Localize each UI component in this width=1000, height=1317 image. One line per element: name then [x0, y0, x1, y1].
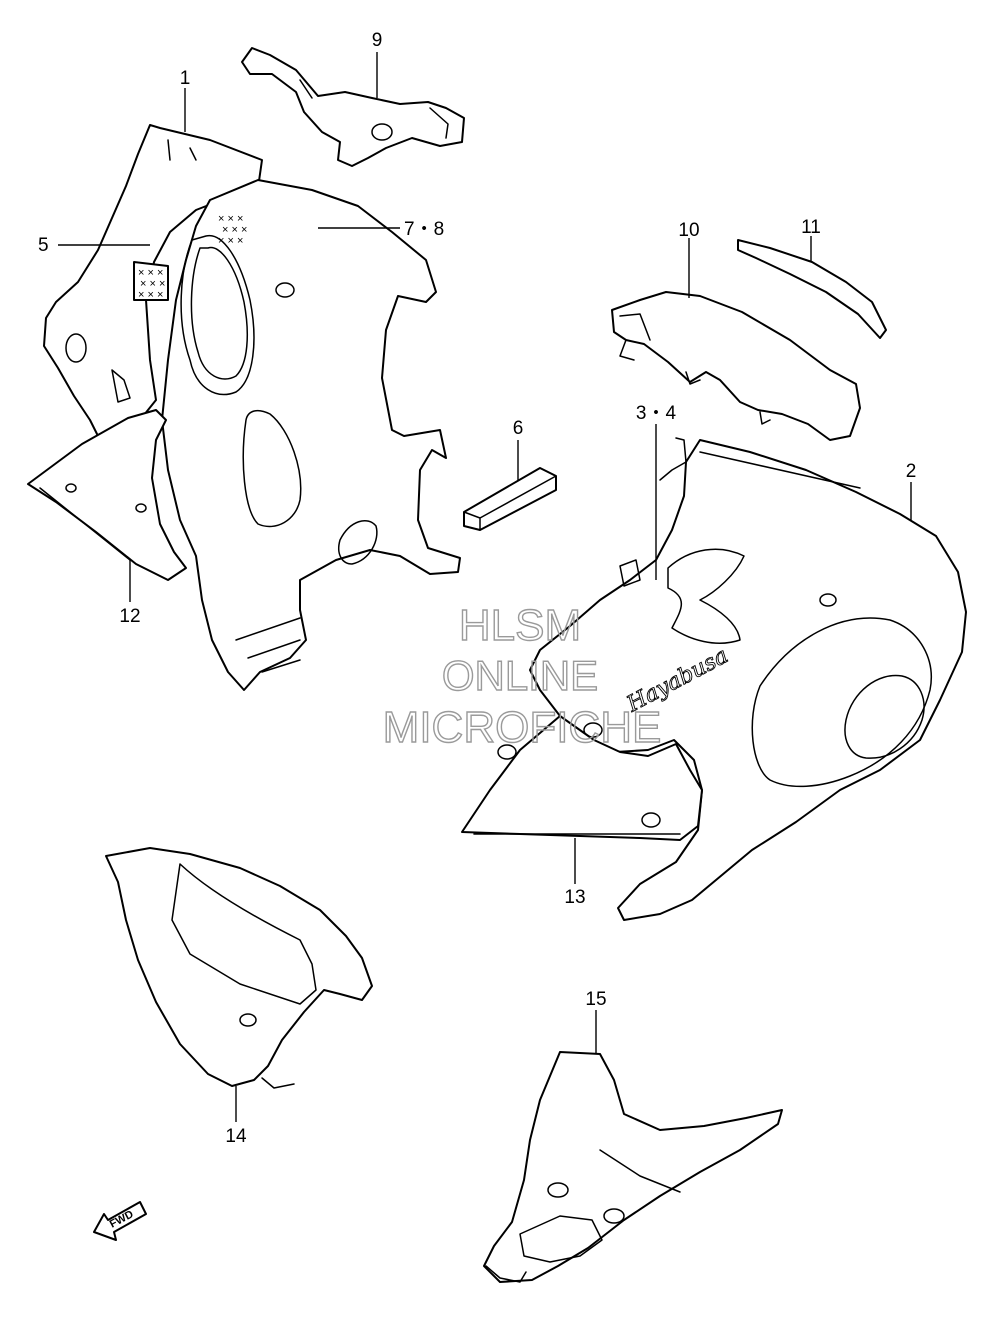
- callout-9: 9: [372, 30, 383, 51]
- svg-text:× × ×: × × ×: [138, 289, 163, 301]
- part-10: [611, 291, 861, 441]
- callout-13: 13: [564, 887, 585, 908]
- part-9: [241, 47, 465, 167]
- svg-text:× × ×: × × ×: [138, 267, 163, 279]
- watermark-line-1: HLSM: [459, 601, 581, 650]
- callout-15: 15: [585, 989, 606, 1010]
- leader-lines: [58, 52, 912, 1122]
- fwd-arrow-icon: FWD: [93, 1201, 147, 1241]
- part-6: [463, 467, 557, 531]
- callout-14: 14: [225, 1126, 247, 1147]
- callout-7-8: 7・8: [404, 219, 444, 240]
- part-13: [461, 715, 703, 841]
- callout-6: 6: [513, 418, 524, 439]
- part-2: Hayabusa: [529, 437, 967, 921]
- part-15: [483, 1051, 783, 1283]
- callout-10: 10: [678, 220, 699, 241]
- part-12: [27, 409, 187, 581]
- svg-text:× × ×: × × ×: [222, 224, 247, 236]
- watermark-line-2: ONLINE: [442, 652, 598, 699]
- watermark-line-3: MICROFICHE: [383, 703, 662, 752]
- watermark: HLSM ONLINE MICROFICHE: [382, 600, 662, 752]
- svg-text:× × ×: × × ×: [218, 213, 243, 225]
- callout-labels: 1 9 7・8 5 6 10 11 3・4 2 12 13 14 15: [38, 30, 916, 1147]
- part-7-8: × × × × × × × × ×: [161, 179, 461, 691]
- callout-1: 1: [180, 68, 191, 89]
- part-3-4: [619, 559, 641, 587]
- callout-11: 11: [801, 217, 821, 238]
- svg-text:× × ×: × × ×: [218, 235, 243, 247]
- callout-12: 12: [119, 606, 140, 627]
- part-5: × × × × × × × × ×: [133, 261, 169, 301]
- part-11: [737, 239, 887, 339]
- callout-3-4: 3・4: [636, 403, 677, 424]
- part-14: [105, 847, 373, 1089]
- callout-2: 2: [906, 461, 917, 482]
- svg-text:× × ×: × × ×: [140, 278, 165, 290]
- callout-5: 5: [38, 235, 49, 256]
